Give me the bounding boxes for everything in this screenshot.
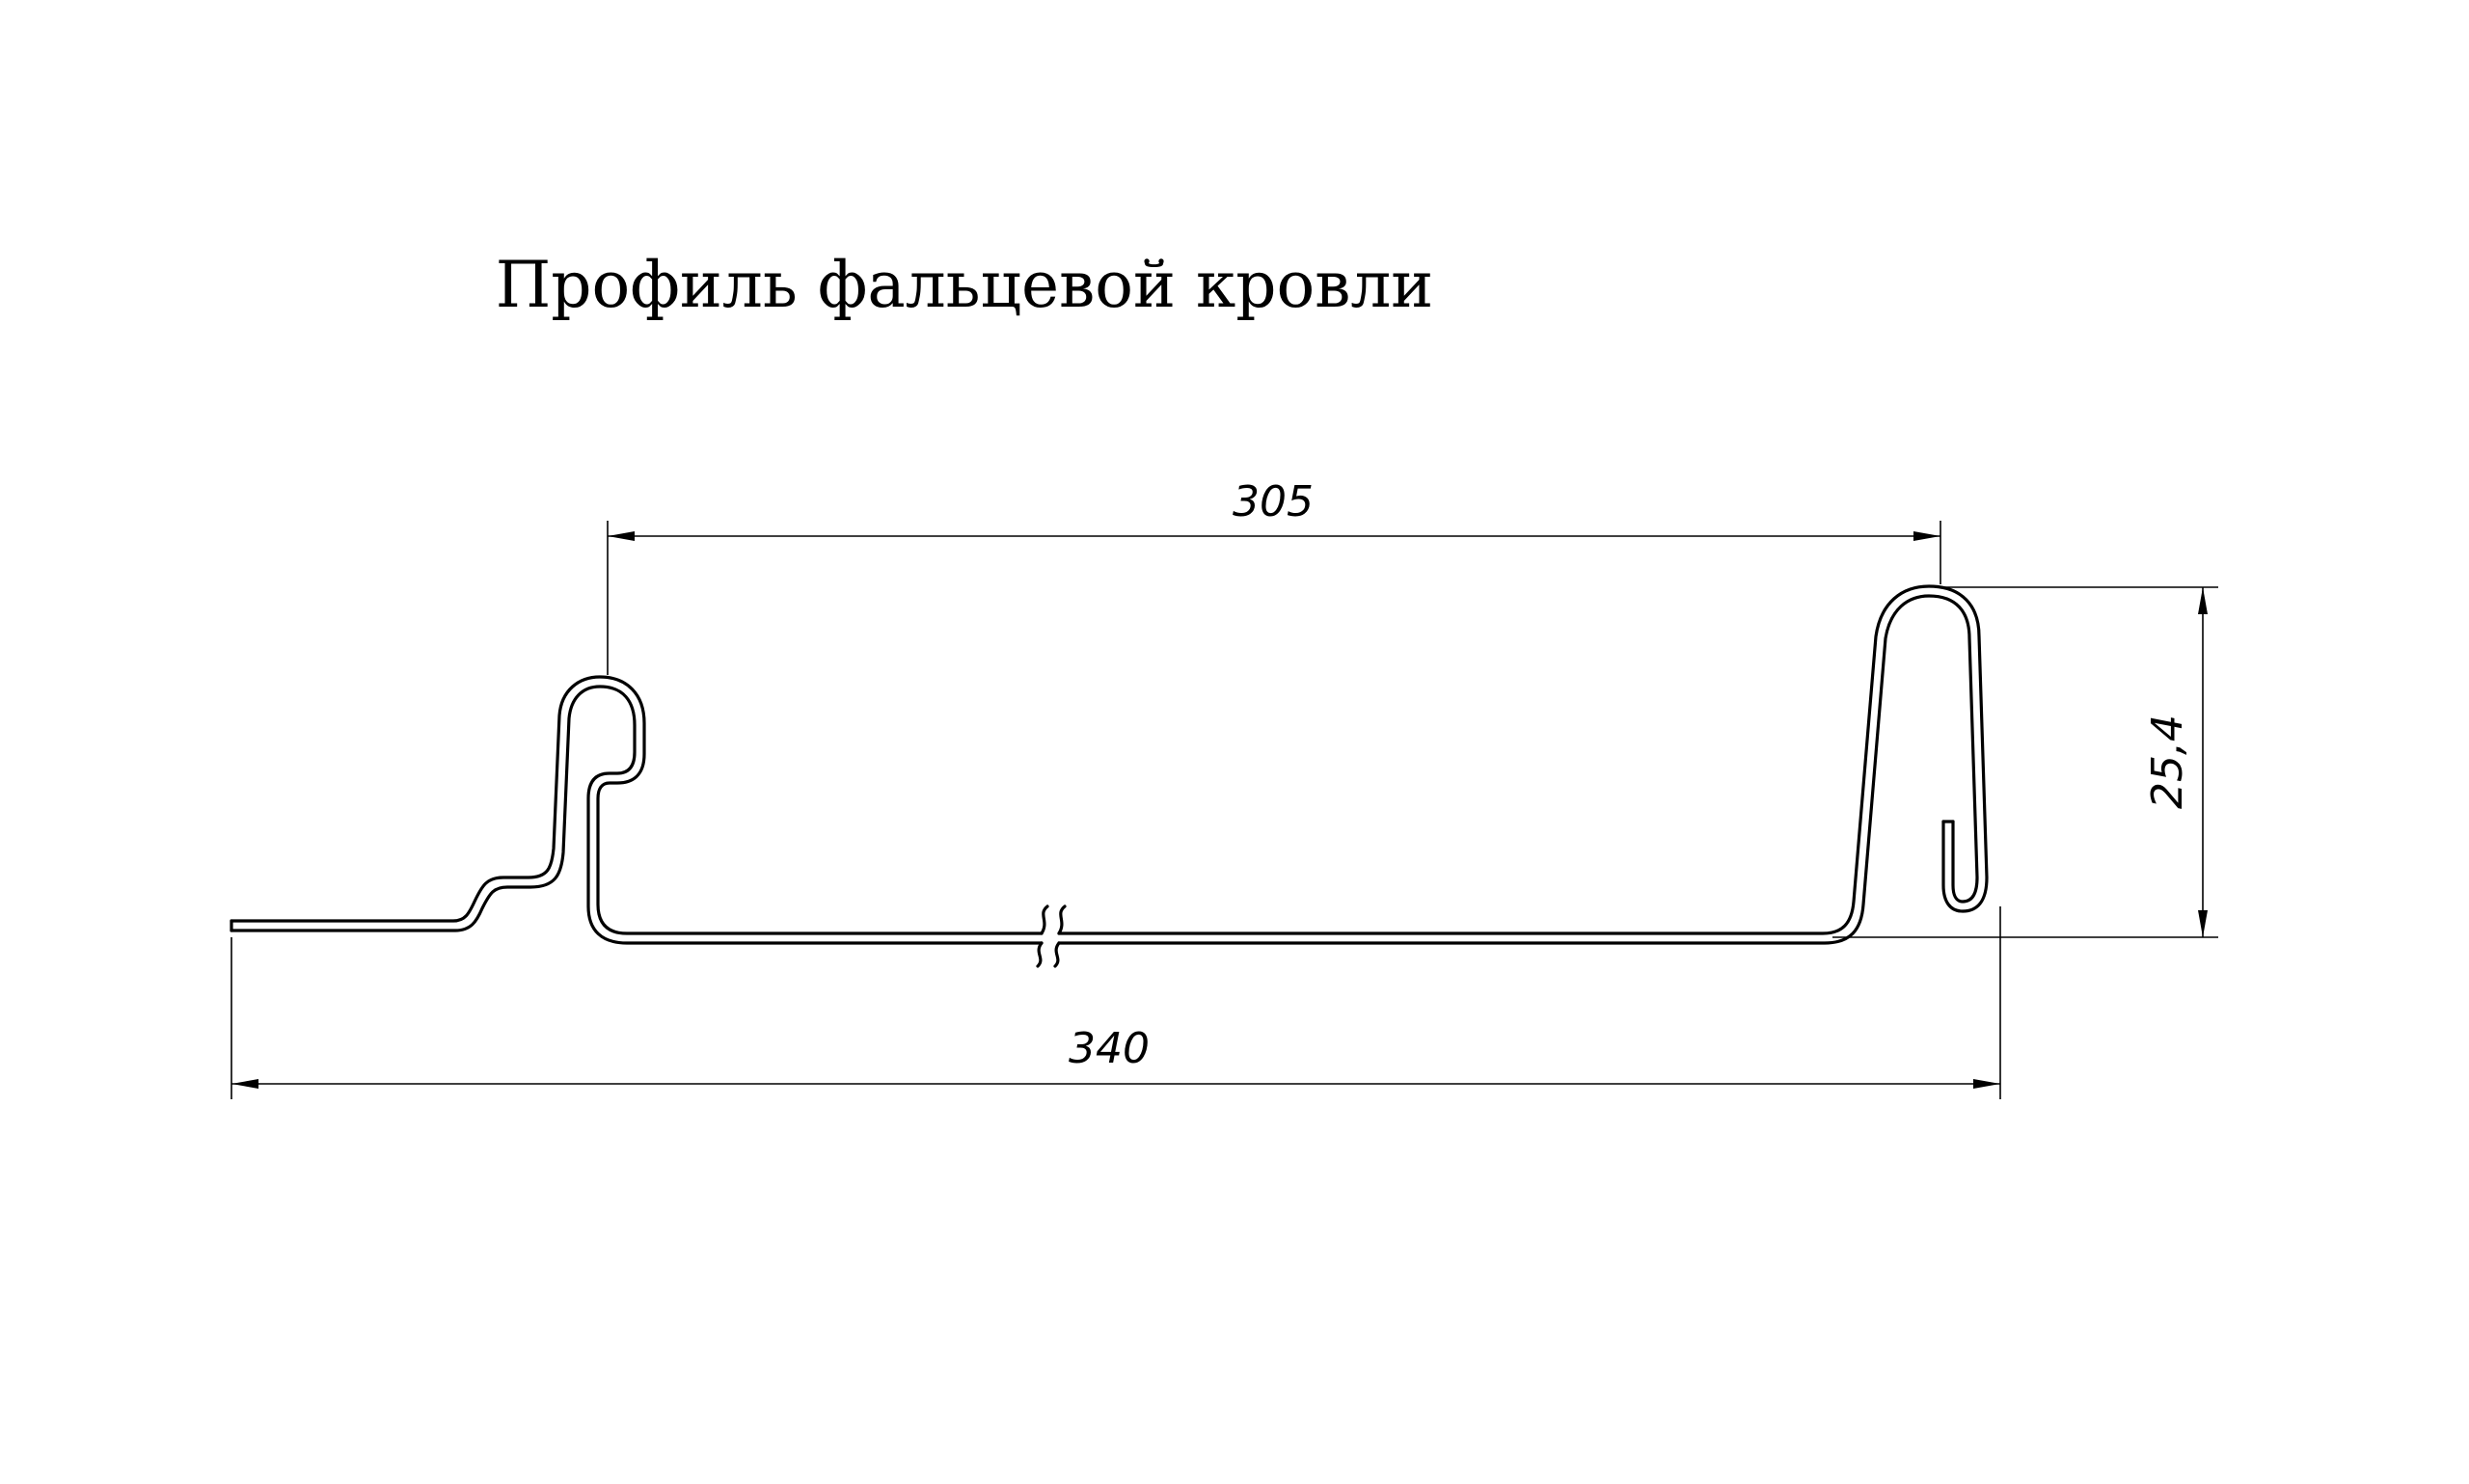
profile-inner-line-right <box>1057 594 1979 945</box>
profile-outline <box>230 584 1989 945</box>
drawing-title: Профиль фальцевой кровли <box>496 248 1434 322</box>
profile-outer-line-right <box>1057 584 1989 935</box>
dimension-305-label: 305 <box>1233 477 1314 526</box>
dimension-25-4-label: 25,4 <box>2143 715 2192 809</box>
dimension-305: 305 <box>607 477 1941 675</box>
profile-outer-line <box>230 675 1044 935</box>
break-symbol <box>1036 904 1067 968</box>
dimension-340: 340 <box>231 906 2001 1099</box>
dimension-25-4: 25,4 <box>1832 586 2218 938</box>
profile-inner-line <box>230 685 1044 945</box>
dimension-340-label: 340 <box>1069 1024 1150 1073</box>
